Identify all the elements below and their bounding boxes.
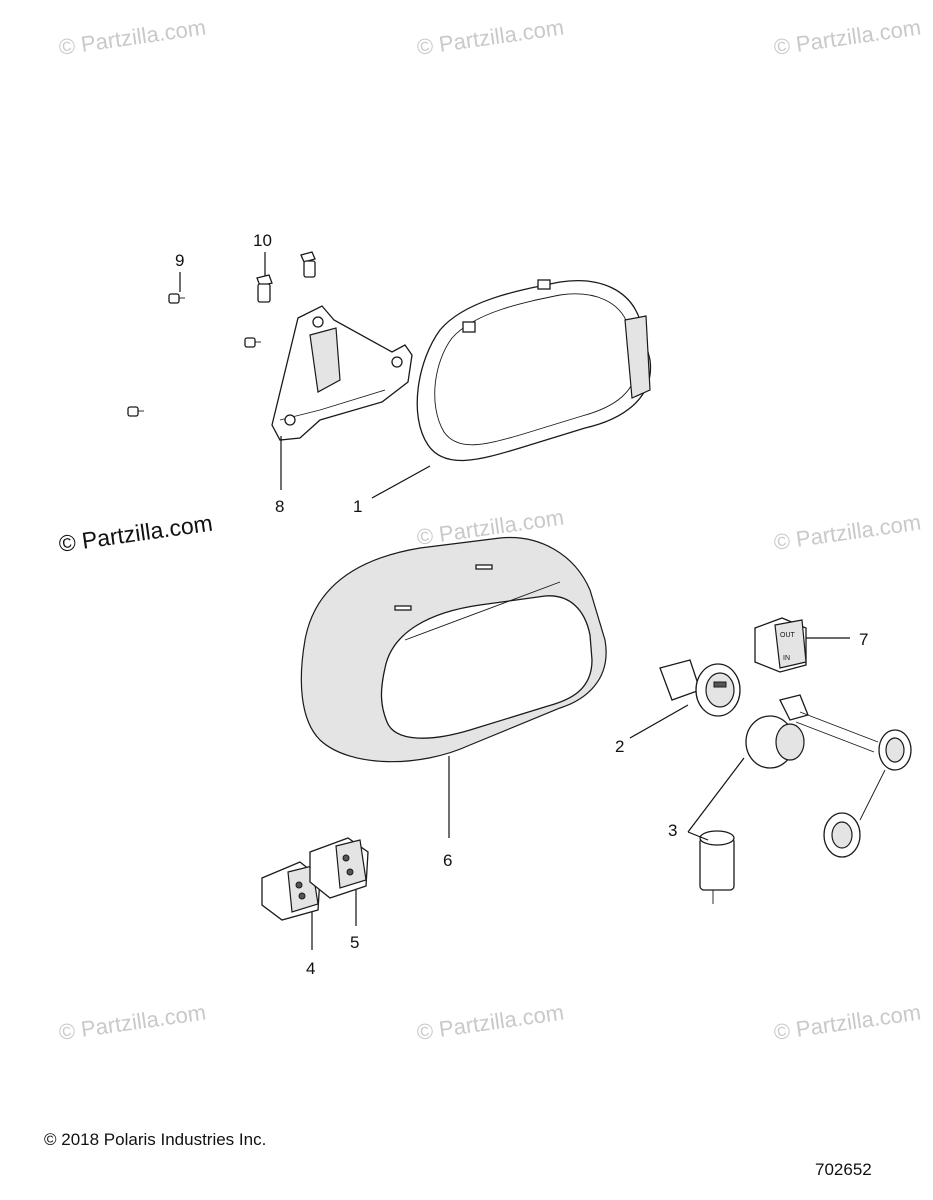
watermark-8: © Partzilla.com — [772, 1000, 922, 1045]
callout-3: 3 — [668, 821, 677, 840]
watermark-1: © Partzilla.com — [57, 15, 207, 60]
switch-label-in: IN — [783, 655, 790, 662]
footer-diagram-number: 702652 — [815, 1160, 872, 1179]
power-port-assembly — [779, 694, 912, 858]
callout-9: 9 — [175, 251, 184, 270]
callout-2: 2 — [615, 737, 624, 756]
leader-1 — [371, 465, 431, 499]
leader-3a — [687, 757, 745, 833]
watermark-6: © Partzilla.com — [57, 1000, 207, 1045]
gauge-cluster-part-1 — [416, 279, 652, 462]
callout-4: 4 — [306, 959, 315, 978]
watermark-3: © Partzilla.com — [772, 15, 922, 60]
leader-lines — [179, 252, 850, 950]
leader-2 — [629, 704, 689, 739]
callout-5: 5 — [350, 933, 359, 952]
callout-6: 6 — [443, 851, 452, 870]
switch-label-out: OUT — [780, 632, 796, 639]
watermark-7: © Partzilla.com — [415, 1000, 565, 1045]
watermark-5: © Partzilla.com — [772, 510, 922, 555]
leader-3b — [687, 831, 709, 841]
ignition-switch-part-2 — [659, 659, 741, 717]
bracket-part-8 — [271, 305, 413, 441]
watermark-main: © Partzilla.com — [57, 510, 214, 557]
housing-part-6 — [300, 536, 607, 763]
callout-8: 8 — [275, 497, 284, 516]
watermark-2: © Partzilla.com — [415, 15, 565, 60]
power-socket-part-3 — [699, 715, 805, 904]
bolt-part-10 — [256, 251, 316, 303]
callout-7: 7 — [859, 630, 868, 649]
rocker-switch-part-5 — [309, 837, 369, 899]
screw-part-9 — [127, 293, 261, 417]
callout-1: 1 — [353, 497, 362, 516]
callout-numbers: 9 10 8 1 6 2 3 7 4 5 — [175, 231, 868, 978]
footer-copyright: © 2018 Polaris Industries Inc. — [44, 1130, 267, 1149]
out-in-switch-part-7: OUT IN — [754, 617, 807, 673]
callout-10: 10 — [253, 231, 272, 250]
